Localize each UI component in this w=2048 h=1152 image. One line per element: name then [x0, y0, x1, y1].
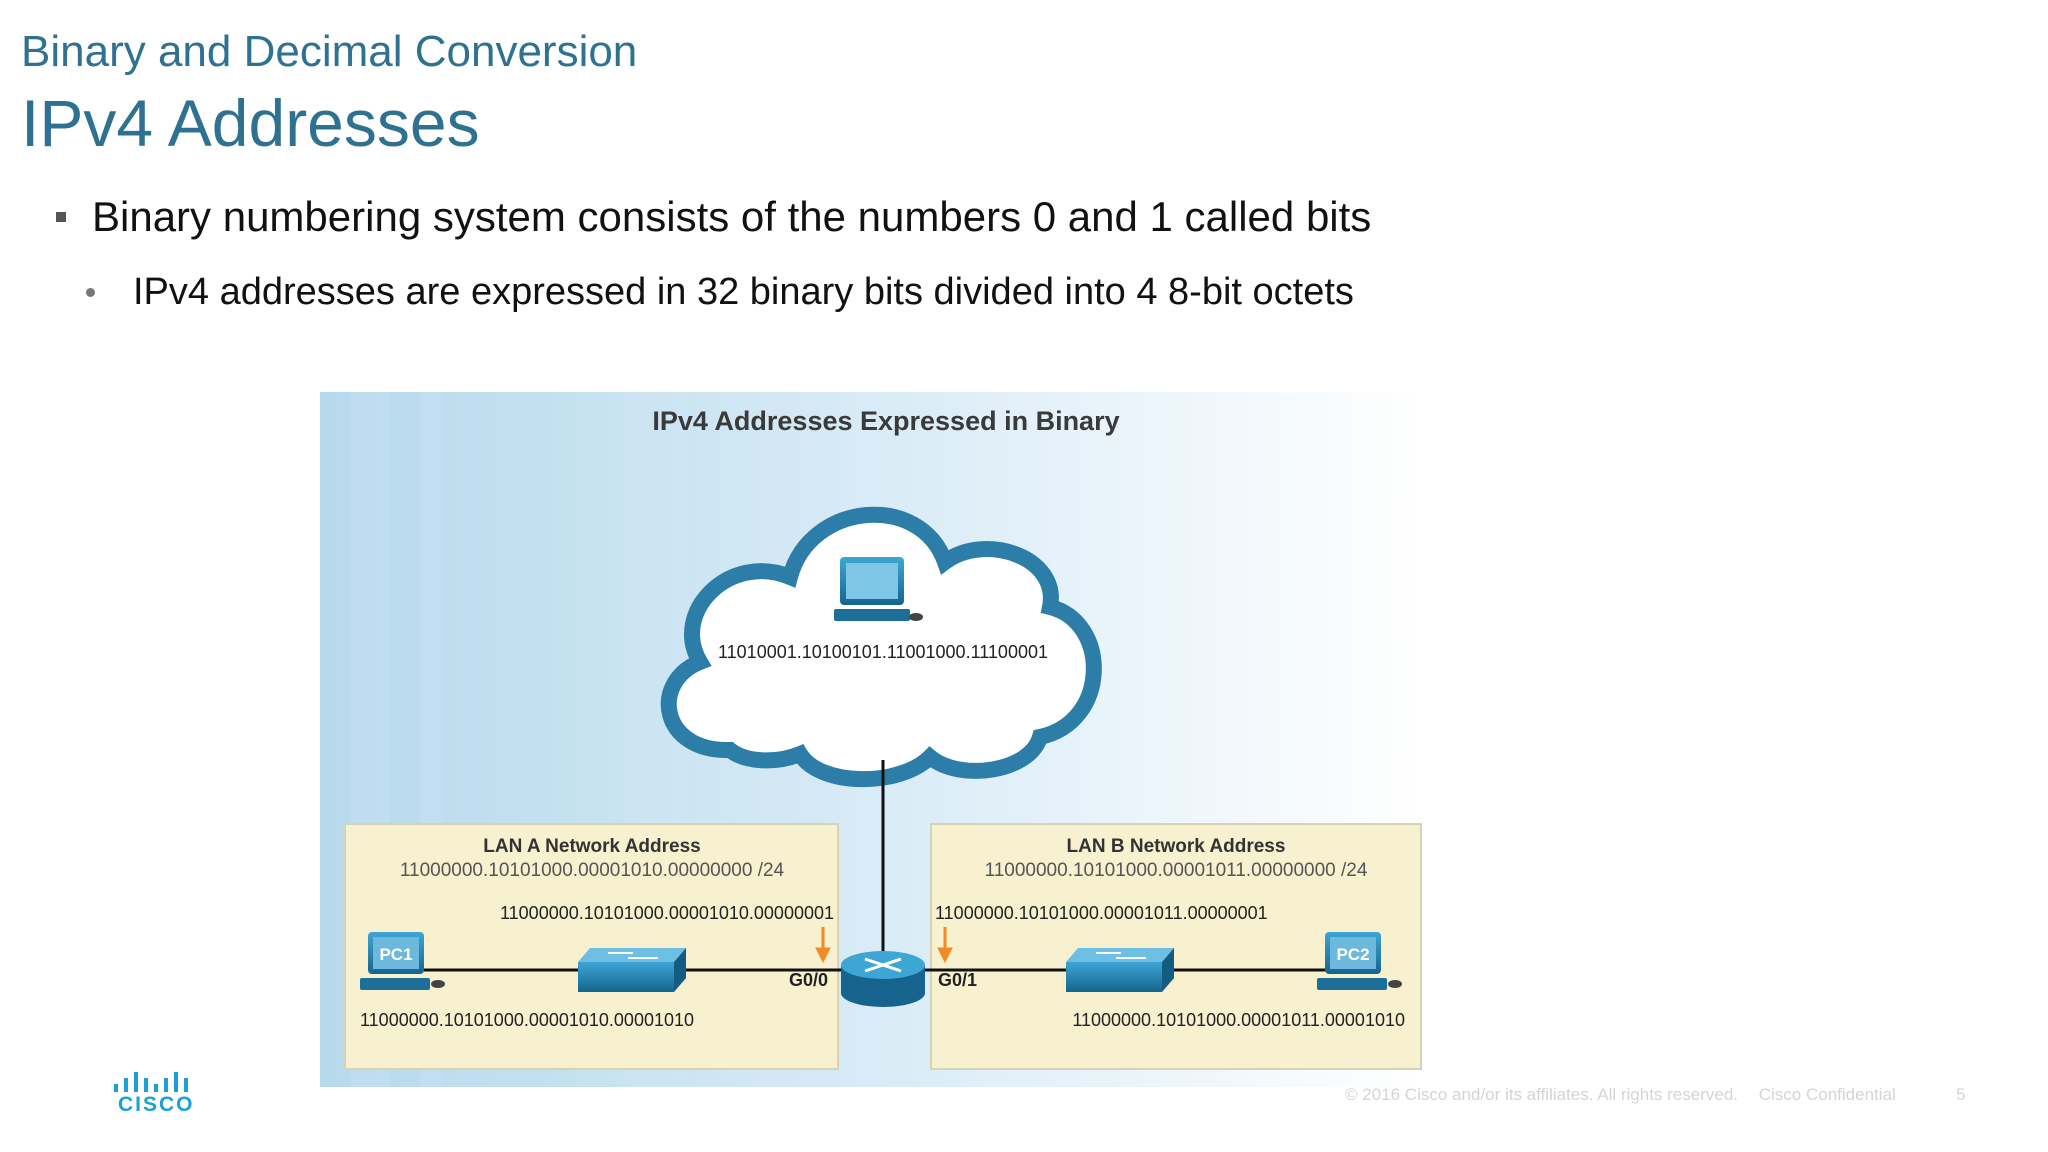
lan-b-gateway-address: 11000000.10101000.00001011.00000001 [935, 903, 1268, 923]
footer-copyright: © 2016 Cisco and/or its affiliates. All … [1345, 1085, 1739, 1104]
pc2-address: 11000000.10101000.00001011.00001010 [1072, 1010, 1405, 1030]
lan-a-panel: LAN A Network Address 11000000.10101000.… [344, 823, 839, 1070]
bullet-level-1: Binary numbering system consists of the … [56, 196, 1371, 238]
switch-a-icon [578, 948, 686, 992]
pc1-address: 11000000.10101000.00001010.00001010 [360, 1010, 694, 1030]
footer: © 2016 Cisco and/or its affiliates. All … [1345, 1085, 1912, 1105]
square-bullet-icon [56, 212, 66, 222]
pc2-computer-icon: PC2 [1317, 932, 1402, 990]
diagram-title: IPv4 Addresses Expressed in Binary [652, 406, 1119, 436]
bullet-level-2: IPv4 addresses are expressed in 32 binar… [86, 273, 1354, 311]
pc1-label: PC1 [379, 945, 412, 964]
cisco-logo-word: CISCO [118, 1093, 195, 1116]
lan-a-network-address: 11000000.10101000.00001010.00000000 /24 [400, 860, 785, 881]
lan-a-heading: LAN A Network Address [483, 836, 700, 857]
lan-b-heading: LAN B Network Address [1067, 836, 1286, 857]
cloud-address: 11010001.10100101.11001000.11100001 [718, 642, 1048, 662]
page-number: 5 [1956, 1085, 1966, 1104]
interface-g0-0: G0/0 [789, 970, 828, 990]
switch-b-icon [1066, 948, 1174, 992]
lan-a-gateway-address: 11000000.10101000.00001010.00000001 [500, 903, 834, 923]
ipv4-binary-diagram: IPv4 Addresses Expressed in Binary 11010… [320, 392, 1427, 1087]
lan-b-network-address: 11000000.10101000.00001011.00000000 /24 [985, 860, 1368, 881]
footer-confidential: Cisco Confidential [1758, 1085, 1896, 1104]
page-title: IPv4 Addresses [21, 86, 480, 160]
lan-b-panel: LAN B Network Address 11000000.10101000.… [930, 823, 1422, 1070]
pc2-label: PC2 [1336, 945, 1369, 964]
internet-cloud [660, 506, 1102, 788]
cisco-logo-icon [114, 1072, 188, 1092]
page-subtitle: Binary and Decimal Conversion [21, 27, 638, 76]
bullet-level-1-text: Binary numbering system consists of the … [92, 193, 1372, 240]
arrow-down-icon [815, 927, 831, 964]
arrow-down-icon [937, 927, 953, 964]
pc1-computer-icon: PC1 [360, 932, 445, 990]
interface-g0-1: G0/1 [938, 970, 977, 990]
bullet-level-2-text: IPv4 addresses are expressed in 32 binar… [133, 271, 1354, 313]
round-bullet-icon [86, 287, 95, 297]
cloud-server-icon [834, 557, 923, 621]
router-icon [841, 951, 925, 1007]
